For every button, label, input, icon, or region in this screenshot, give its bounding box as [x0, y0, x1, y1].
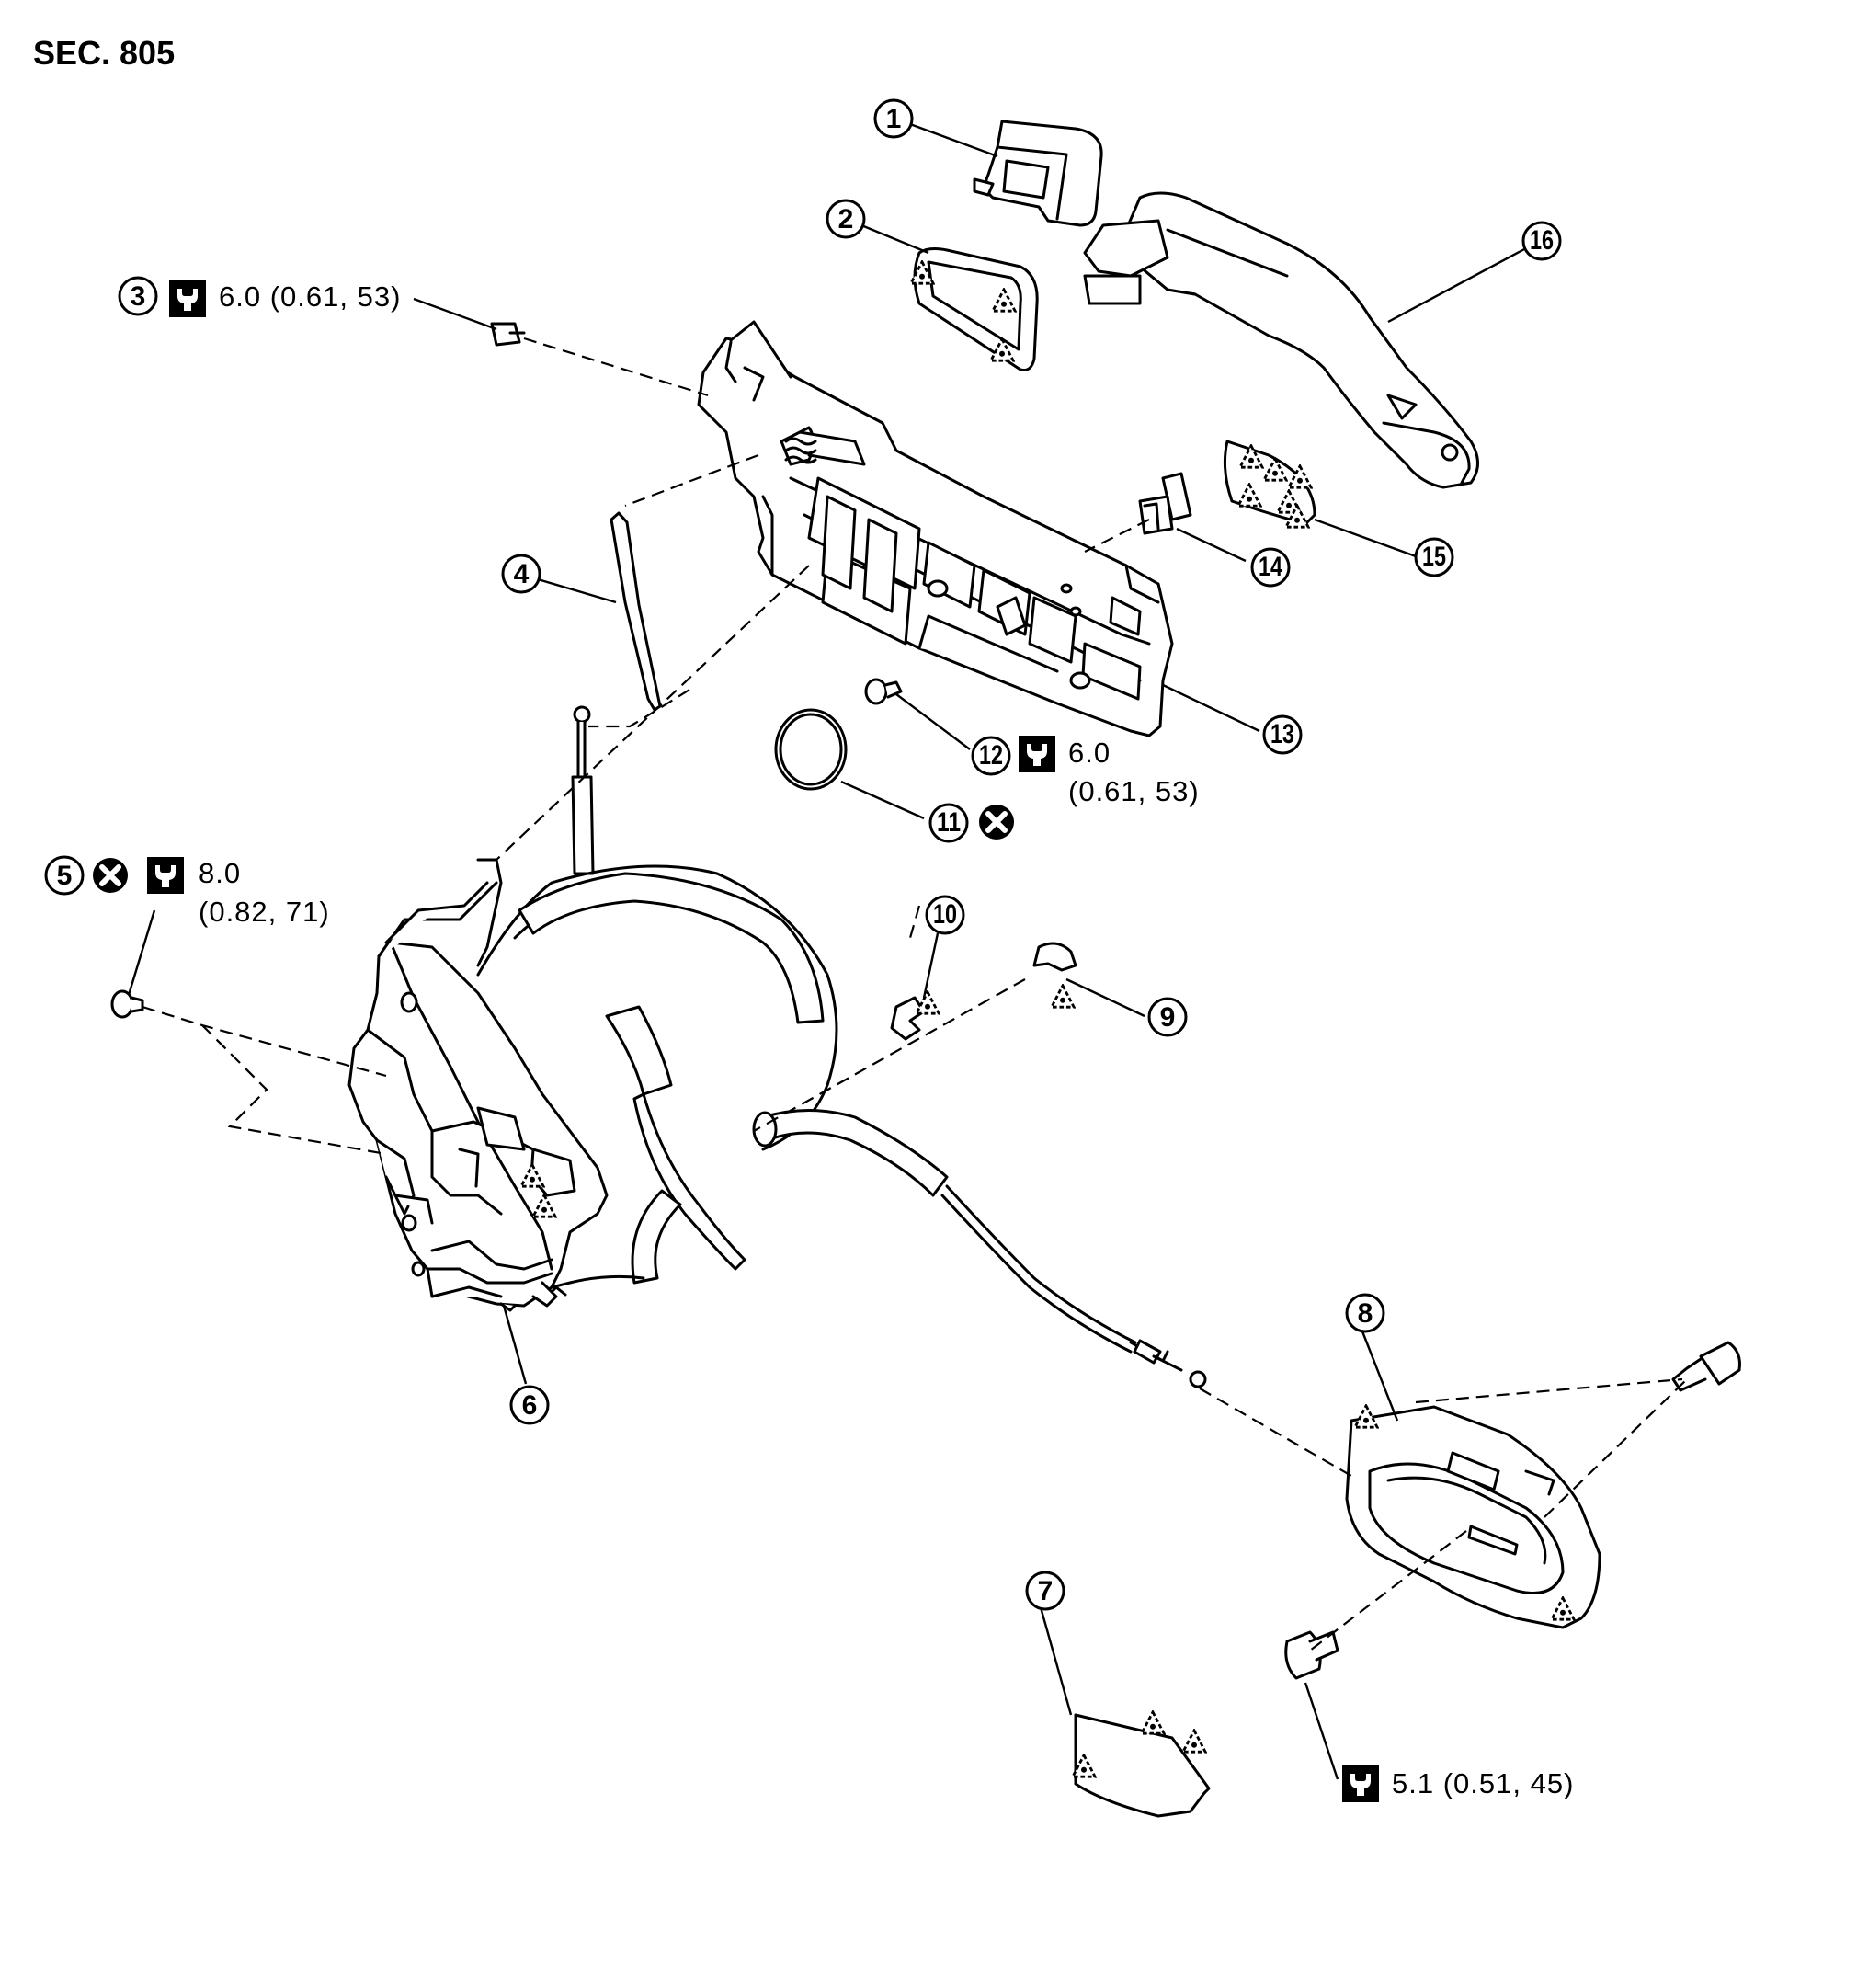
cable-upper-sleeve — [518, 872, 825, 1096]
callout-15: 15 — [1414, 537, 1454, 577]
part-9-cable-clip — [1032, 942, 1077, 972]
callout-11: 11 — [928, 803, 969, 843]
callout-1: 1 — [873, 98, 914, 139]
callout-12: 12 — [971, 736, 1011, 776]
callout-number: 11 — [937, 807, 961, 838]
callout-number: 15 — [1422, 542, 1446, 572]
torque-spec-item-5-units: (0.82, 71) — [199, 896, 330, 928]
alignment-lines — [142, 337, 1688, 1651]
callout-6: 6 — [509, 1385, 550, 1425]
callout-16: 16 — [1521, 221, 1562, 261]
part-7-gasket — [1074, 1713, 1211, 1818]
part-5-screw — [110, 989, 144, 1019]
part-3-screw — [490, 322, 526, 347]
torque-spec-item-8-bolt: 5.1 (0.51, 45) — [1392, 1767, 1574, 1799]
part-6-door-lock-actuator — [347, 858, 609, 1312]
callout-number: 9 — [1160, 1002, 1176, 1033]
part-8-lower-bolt — [1284, 1630, 1339, 1680]
do-not-reuse-icon — [93, 858, 128, 893]
callout-5: 5 — [44, 855, 85, 896]
callout-14: 14 — [1250, 547, 1291, 588]
callout-number: 16 — [1530, 225, 1554, 256]
callout-10: 10 — [925, 895, 965, 935]
callout-number: 6 — [522, 1390, 538, 1421]
cable-lower-sleeve — [631, 1092, 746, 1285]
part-11-o-ring — [774, 708, 848, 791]
callout-7: 7 — [1025, 1571, 1065, 1611]
torque-wrench-icon — [147, 857, 184, 894]
inside-handle-cable — [940, 1184, 1169, 1363]
torque-wrench-icon — [169, 280, 206, 317]
torque-spec-item-12-units: (0.61, 53) — [1068, 775, 1200, 807]
torque-wrench-icon — [1019, 736, 1055, 772]
callout-2: 2 — [826, 199, 866, 239]
part-13-handle-bracket — [697, 320, 1174, 737]
part-10-clip — [890, 996, 926, 1041]
leader-lines — [127, 122, 1527, 1780]
part-4-rod — [610, 511, 662, 712]
callout-number: 8 — [1358, 1298, 1373, 1329]
part-16-outside-handle — [1083, 191, 1479, 489]
section-label: SEC. 805 — [33, 34, 175, 72]
callout-number: 4 — [514, 559, 530, 589]
callout-number: 14 — [1259, 552, 1282, 582]
cable-main-sleeve — [761, 1109, 949, 1197]
callout-number: 2 — [838, 204, 854, 234]
callout-number: 13 — [1270, 719, 1294, 749]
torque-wrench-icon — [1342, 1765, 1379, 1802]
torque-spec-item-5: 8.0 — [199, 857, 241, 889]
part-8-upper-bolt — [1671, 1341, 1741, 1392]
part-8-inside-handle — [1345, 1405, 1601, 1629]
part-1-escutcheon — [973, 120, 1103, 227]
part-12-screw — [864, 678, 903, 705]
callout-8: 8 — [1345, 1293, 1385, 1333]
callout-number: 10 — [933, 899, 957, 930]
torque-spec-item-3: 6.0 (0.61, 53) — [219, 280, 401, 313]
cable-to-actuator — [550, 1274, 645, 1289]
callout-3: 3 — [118, 276, 158, 316]
callout-9: 9 — [1147, 997, 1188, 1037]
callout-number: 12 — [979, 740, 1003, 771]
lock-rod — [571, 705, 595, 875]
callout-number: 1 — [886, 104, 902, 134]
do-not-reuse-icon — [979, 805, 1014, 840]
part-13-spring — [784, 437, 817, 464]
callout-number: 7 — [1038, 1576, 1054, 1606]
callout-number: 5 — [57, 861, 73, 891]
callout-number: 3 — [131, 281, 146, 312]
callout-13: 13 — [1262, 714, 1303, 755]
part-14-connector — [1138, 472, 1192, 535]
callout-4: 4 — [501, 554, 541, 594]
torque-spec-item-12: 6.0 — [1068, 737, 1111, 769]
part-2-gasket — [913, 247, 1039, 371]
cable-end-fitting — [1133, 1339, 1207, 1388]
